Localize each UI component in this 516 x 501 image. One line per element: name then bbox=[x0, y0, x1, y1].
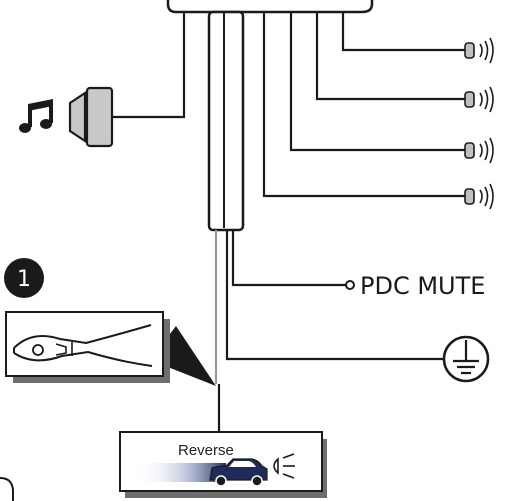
reverse-label: Reverse bbox=[178, 442, 234, 459]
sensor-wires bbox=[262, 12, 465, 198]
main-cable bbox=[207, 10, 245, 232]
ground-wire bbox=[225, 230, 444, 361]
speaker-icon bbox=[68, 86, 114, 148]
speaker-wire bbox=[112, 12, 186, 119]
music-note-icon bbox=[19, 99, 53, 133]
parking-sensor-icon bbox=[464, 37, 494, 64]
reverse-panel: Reverse bbox=[119, 431, 327, 498]
reverse-wires bbox=[214, 230, 221, 432]
pdc-mute-terminal bbox=[345, 280, 355, 290]
parking-sensor-icon bbox=[464, 137, 494, 164]
pdc-mute-wire bbox=[231, 230, 346, 287]
step-number: 1 bbox=[17, 267, 31, 292]
control-unit bbox=[166, 0, 374, 14]
page-marker bbox=[0, 477, 14, 501]
pdc-mute-label: PDC MUTE bbox=[360, 272, 485, 300]
reverse-light-icon bbox=[273, 453, 295, 479]
parking-sensor-icon bbox=[464, 86, 494, 113]
step-badge: 1 bbox=[4, 258, 44, 298]
cut-callout bbox=[5, 311, 216, 386]
ground-symbol-icon bbox=[442, 335, 490, 383]
parking-sensor-icon bbox=[464, 183, 494, 210]
reversing-car-icon bbox=[209, 458, 268, 487]
wire-cutter-icon bbox=[13, 324, 153, 367]
